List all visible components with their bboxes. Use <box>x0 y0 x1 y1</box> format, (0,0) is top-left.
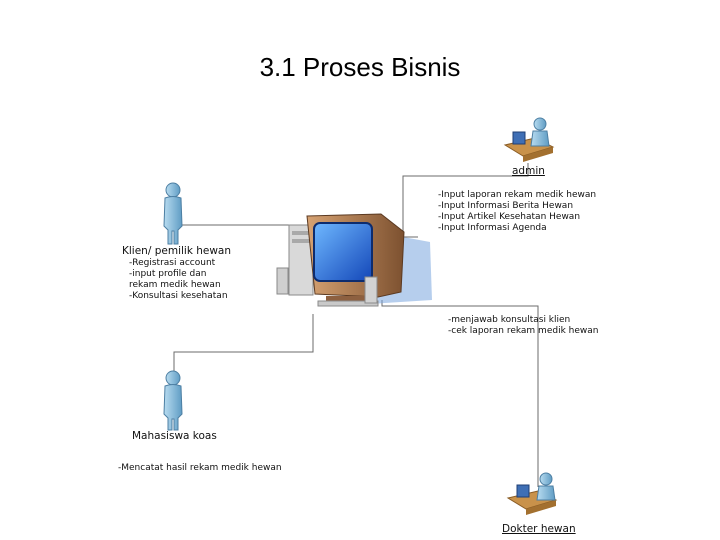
client-task: rekam medik hewan <box>129 280 221 290</box>
doctor-task: -cek laporan rekam medik hewan <box>448 326 599 336</box>
admin-desk-icon <box>503 117 555 162</box>
computer-icon <box>276 213 432 307</box>
student-task-list: -Mencatat hasil rekam medik hewan <box>118 463 282 474</box>
page-title: 3.1 Proses Bisnis <box>259 52 461 82</box>
doctor-label: Dokter hewan <box>502 523 576 535</box>
admin-label: admin <box>512 165 545 177</box>
client-person-icon <box>163 182 183 245</box>
admin-task-list: -Input laporan rekam medik hewan -Input … <box>438 190 596 234</box>
student-task: -Mencatat hasil rekam medik hewan <box>118 463 282 473</box>
student-connector <box>173 314 314 378</box>
client-task: -Konsultasi kesehatan <box>129 291 228 301</box>
client-task-list: -Registrasi account -input profile dan r… <box>129 258 228 302</box>
admin-task: -Input Informasi Berita Hewan <box>438 201 574 211</box>
client-task: -input profile dan <box>129 269 207 279</box>
doctor-task: -menjawab konsultasi klien <box>448 315 571 325</box>
admin-task: -Input Informasi Agenda <box>438 223 547 233</box>
admin-connector <box>402 163 529 238</box>
client-task: -Registrasi account <box>129 258 216 268</box>
student-label: Mahasiswa koas <box>132 430 217 442</box>
client-label: Klien/ pemilik hewan <box>122 245 232 257</box>
student-person-icon <box>163 370 183 431</box>
doctor-desk-icon <box>506 472 558 515</box>
admin-task: -Input Artikel Kesehatan Hewan <box>438 212 581 222</box>
doctor-task-list: -menjawab konsultasi klien -cek laporan … <box>448 315 598 337</box>
admin-task: -Input laporan rekam medik hewan <box>438 190 597 200</box>
